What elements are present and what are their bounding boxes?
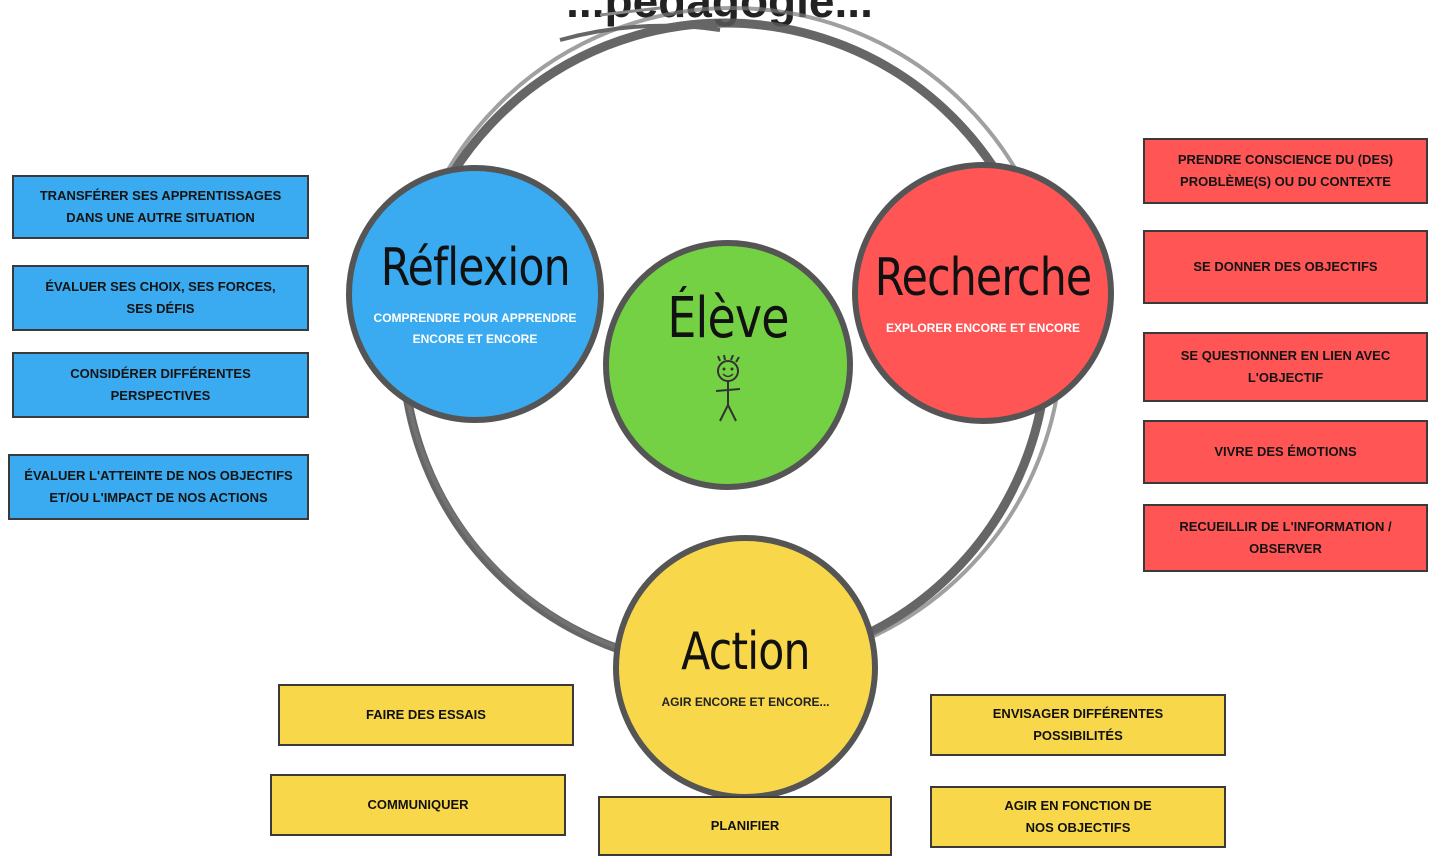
recherche-box-objectifs: SE DONNER DES OBJECTIFS [1143,230,1428,304]
stick-figure-icon [715,354,741,421]
reflexion-circle: Réflexion COMPRENDRE POUR APPRENDRE ENCO… [346,165,604,423]
recherche-title: Recherche [874,247,1092,308]
action-box-planifier: PLANIFIER [598,796,892,856]
action-circle: Action AGIR ENCORE ET ENCORE... [613,535,878,800]
recherche-circle: Recherche EXPLORER ENCORE ET ENCORE [852,162,1114,424]
reflexion-box-evaluer-atteinte: ÉVALUER L'ATTEINTE DE NOS OBJECTIFS ET/O… [8,454,309,520]
action-box-communiquer: COMMUNIQUER [270,774,566,836]
eleve-title: Élève [667,285,789,351]
reflexion-subtitle: COMPRENDRE POUR APPRENDRE ENCORE ET ENCO… [373,311,577,346]
action-box-faire-essais: FAIRE DES ESSAIS [278,684,574,746]
action-title: Action [681,622,810,682]
reflexion-box-considerer: CONSIDÉRER DIFFÉRENTES PERSPECTIVES [12,352,309,418]
eleve-circle: Élève [603,240,853,490]
recherche-box-recueillir: RECUEILLIR DE L'INFORMATION / OBSERVER [1143,504,1428,572]
reflexion-title: Réflexion [380,238,570,298]
action-box-envisager: ENVISAGER DIFFÉRENTES POSSIBILITÉS [930,694,1226,756]
reflexion-box-transferer: TRANSFÉRER SES APPRENTISSAGES DANS UNE A… [12,175,309,239]
recherche-box-questionner: SE QUESTIONNER EN LIEN AVEC L'OBJECTIF [1143,332,1428,402]
action-box-agir-fonction: AGIR EN FONCTION DE NOS OBJECTIFS [930,786,1226,848]
action-subtitle: AGIR ENCORE ET ENCORE... [661,695,830,709]
recherche-box-prendre-conscience: PRENDRE CONSCIENCE DU (DES) PROBLÈME(S) … [1143,138,1428,204]
recherche-subtitle: EXPLORER ENCORE ET ENCORE [885,320,1081,335]
reflexion-box-evaluer-choix: ÉVALUER SES CHOIX, SES FORCES, SES DÉFIS [12,265,309,331]
recherche-box-emotions: VIVRE DES ÉMOTIONS [1143,420,1428,484]
